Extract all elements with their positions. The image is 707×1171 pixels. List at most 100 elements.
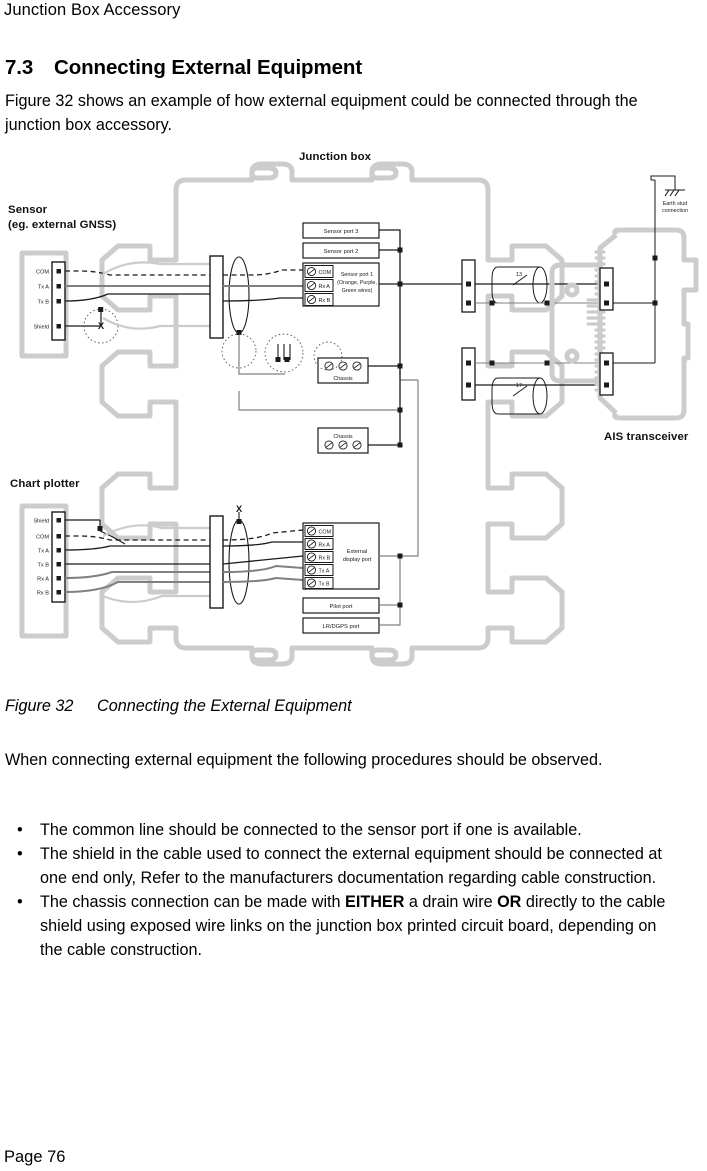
external-display-line-2: display port <box>343 557 372 563</box>
pilot-port-label: Pilot port <box>330 604 353 610</box>
list-item-text-part: directly to the cable shield using expos… <box>40 893 666 959</box>
earth-stud-line-2: connection <box>662 208 688 214</box>
figure-label-chart-plotter: Chart plotter <box>10 478 80 490</box>
chassis-lower-wiring <box>238 284 403 448</box>
earth-stud-wiring: Earth stud connection <box>613 175 688 364</box>
earth-stud-line-1: Earth stud <box>663 201 688 207</box>
list-item-text: The shield in the cable used to connect … <box>40 845 662 887</box>
lower-bus-nodes <box>397 553 403 608</box>
section-number: 7.3 <box>5 56 34 79</box>
figure-32: Junction box Sensor (eg. external GNSS) … <box>0 148 707 688</box>
bullet-marker: • <box>17 821 23 839</box>
chart-plotter-cable-sheath <box>102 524 212 604</box>
sensor-port-1-line-2: (Orange, Purple, <box>337 280 377 286</box>
chassis-label-lower: Chassis <box>333 434 352 440</box>
page-footer: Page 76 <box>4 1148 66 1166</box>
list-item: • The common line should be connected to… <box>5 818 675 842</box>
wire-link-detail <box>264 333 304 373</box>
sensor-enclosure-outline <box>19 250 69 359</box>
section-title: Connecting External Equipment <box>54 56 363 79</box>
cable-13-label: 13 <box>516 272 522 278</box>
sensor-terminal-strip <box>51 261 66 341</box>
chart-plotter-cable-gland <box>209 515 224 609</box>
chart-plotter-terminal-label: Rx A <box>37 576 49 582</box>
chart-plotter-x-marker: X <box>236 504 243 524</box>
bullet-list: • The common line should be connected to… <box>5 818 675 962</box>
sensor-shield-drain <box>221 330 285 375</box>
bullet-marker: • <box>17 845 23 863</box>
body-paragraph: When connecting external equipment the f… <box>5 751 603 769</box>
external-display-terminal: Rx B <box>319 555 331 561</box>
external-display-terminal: COM <box>319 529 332 535</box>
list-item-text-part: a drain wire <box>404 893 498 911</box>
junction-box-outline-lower <box>99 445 565 667</box>
sensor-terminal-label: Tx A <box>38 284 49 290</box>
sensor-terminal-labels: COM Tx A Tx B Shield <box>33 269 49 330</box>
chart-plotter-wires <box>64 519 212 593</box>
list-item: • The shield in the cable used to connec… <box>5 842 675 890</box>
chart-plotter-terminal-label: COM <box>36 534 49 540</box>
port-bus-nodes <box>379 247 403 287</box>
intro-paragraph: Figure 32 shows an example of how extern… <box>5 92 638 134</box>
sensor-label-line-2: (eg. external GNSS) <box>8 218 117 231</box>
cable-17: 17 <box>491 377 548 415</box>
cable-13-wires <box>475 283 600 306</box>
sensor-terminal-label: Shield <box>33 324 49 330</box>
chart-plotter-terminal-label: Rx B <box>37 590 49 596</box>
list-item-emphasis: OR <box>497 893 522 911</box>
port-bus-wiring <box>379 229 462 285</box>
lower-bus-wiring <box>379 380 419 626</box>
sensor-label-line-1: Sensor <box>8 204 48 216</box>
section-heading: 7.3 Connecting External Equipment <box>5 56 362 80</box>
sensor-port-3-label: Sensor port 3 <box>324 229 359 235</box>
figure-caption-number: Figure 32 <box>5 697 74 715</box>
lr-dgps-port-label: LR/DGPS port <box>322 624 359 630</box>
lr-dgps-port-block: LR/DGPS port <box>302 617 380 634</box>
sensor-port-1-block: COM Rx A Rx B Sensor port 1 (Orange, Pur… <box>302 262 380 307</box>
chart-plotter-terminal-strip <box>51 511 66 603</box>
list-item-text: The common line should be connected to t… <box>40 821 582 839</box>
sensor-terminal-label: COM <box>36 269 49 275</box>
ais-transceiver-body <box>549 227 699 421</box>
external-display-terminal: Tx B <box>319 581 330 587</box>
x-marker-glyph: X <box>98 321 105 332</box>
jbox-right-terminal-lower <box>461 347 476 401</box>
chart-plotter-terminal-labels: Shield COM Tx A Tx B Rx A Rx B <box>33 518 49 596</box>
x-marker-glyph: X <box>236 504 243 515</box>
sensor-cable-sheath <box>102 261 212 330</box>
sensor-wires <box>64 270 212 327</box>
ais-terminal-upper <box>599 267 614 311</box>
pilot-port-block: Pilot port <box>302 597 380 614</box>
ais-terminal-lower <box>599 352 614 396</box>
chassis-block-upper: Chassis <box>317 357 369 384</box>
figure-label-ais-transceiver: AIS transceiver <box>604 431 689 443</box>
external-display-terminal: Rx A <box>319 542 331 548</box>
figure-caption-text: Connecting the External Equipment <box>97 697 352 715</box>
sensor-port-1-terminal: Rx B <box>319 298 331 304</box>
sensor-shield-x-marker: X <box>83 307 119 344</box>
list-item: •The chassis connection can be made with… <box>5 890 675 962</box>
figure-label-sensor: Sensor (eg. external GNSS) <box>8 203 116 232</box>
sensor-cable-gland <box>209 255 224 339</box>
chart-plotter-terminal-label: Tx B <box>38 562 50 568</box>
sensor-port-1-line-3: Green wires) <box>342 288 373 294</box>
chart-plotter-terminal-label: Shield <box>33 518 49 524</box>
figure-caption: Figure 32 Connecting the External Equipme… <box>5 697 352 716</box>
junction-box-outline-upper <box>99 161 565 451</box>
sensor-cable-ellipse <box>228 256 250 334</box>
external-display-port-block: COM Rx A Rx B Tx A Tx B External display… <box>302 522 380 590</box>
bullet-marker: • <box>17 893 23 911</box>
sensor-terminal-label: Tx B <box>38 299 50 305</box>
chart-plotter-enclosure <box>19 503 69 639</box>
cable-17-wires <box>475 360 600 386</box>
jbox-right-terminal-upper <box>461 259 476 313</box>
figure-label-junction-box: Junction box <box>299 151 372 163</box>
sensor-port-1-terminal: COM <box>319 270 332 276</box>
cable-17-label: 17 <box>516 383 522 389</box>
figure-diagram: COM Tx A Tx B Shield X <box>19 161 699 667</box>
sensor-port-1-line-1: Sensor port 1 <box>341 272 373 278</box>
chart-plotter-terminal-label: Tx A <box>38 548 49 554</box>
sensor-port-1-terminal: Rx A <box>319 284 331 290</box>
external-display-terminal: Tx A <box>319 568 330 574</box>
